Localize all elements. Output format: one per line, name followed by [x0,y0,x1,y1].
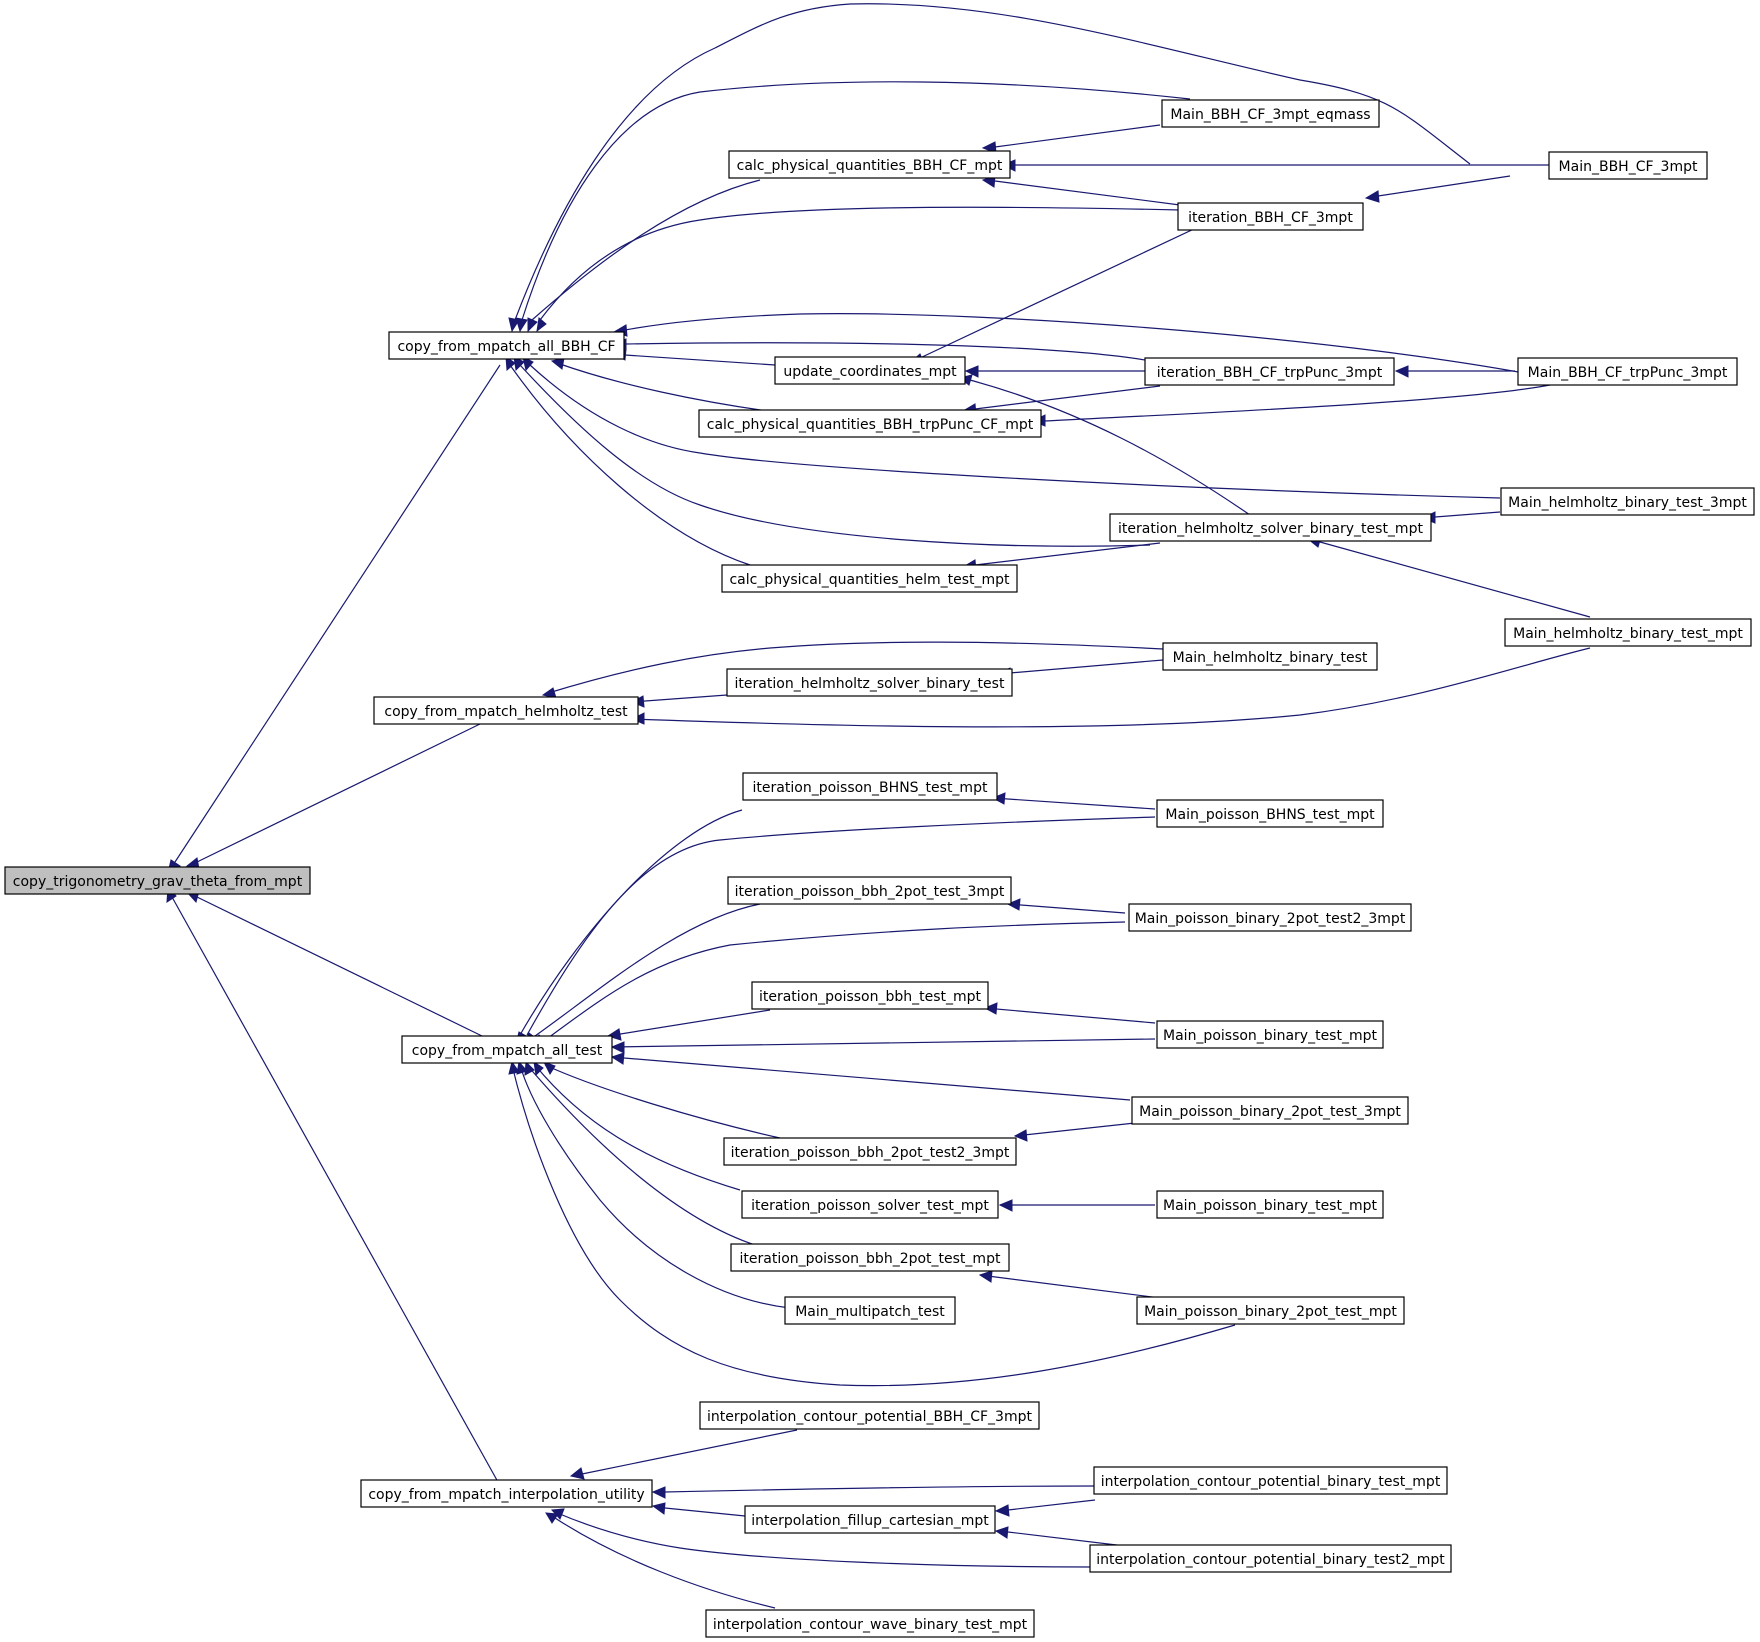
graph-node-all-bbh-cf[interactable]: copy_from_mpatch_all_BBH_CF [388,331,625,360]
node-label: Main_helmholtz_binary_test_3mpt [1508,495,1747,511]
graph-node-ic-bbh[interactable]: interpolation_contour_potential_BBH_CF_3… [699,1401,1040,1430]
node-label: interpolation_contour_potential_binary_t… [1101,1474,1441,1490]
node-label: calc_physical_quantities_BBH_trpPunc_CF_… [707,417,1034,433]
node-label: Main_BBH_CF_3mpt [1559,159,1698,175]
graph-node-main-trppunc[interactable]: Main_BBH_CF_trpPunc_3mpt [1517,357,1738,386]
node-label: iteration_BBH_CF_3mpt [1188,210,1353,226]
graph-node-it-2pot-test2[interactable]: iteration_poisson_bbh_2pot_test2_3mpt [723,1137,1017,1166]
node-label: copy_from_mpatch_all_test [412,1043,603,1059]
node-label: Main_poisson_binary_2pot_test_3mpt [1139,1104,1401,1120]
graph-node-main-2pot-mpt[interactable]: Main_poisson_binary_2pot_test_mpt [1136,1296,1405,1325]
graph-node-calc-trppunc[interactable]: calc_physical_quantities_BBH_trpPunc_CF_… [698,409,1042,438]
node-label: iteration_helmholtz_solver_binary_test_m… [1118,521,1423,537]
node-label: calc_physical_quantities_helm_test_mpt [729,572,1010,588]
graph-node-ic-wave[interactable]: interpolation_contour_wave_binary_test_m… [705,1609,1035,1638]
graph-node-main-bbh-cf-3mpt[interactable]: Main_BBH_CF_3mpt [1548,151,1708,180]
node-label: interpolation_contour_potential_BBH_CF_3… [707,1409,1032,1425]
node-label: Main_helmholtz_binary_test [1173,650,1368,666]
graph-node-update-coordinates[interactable]: update_coordinates_mpt [774,356,966,385]
graph-node-it-bbh-test[interactable]: iteration_poisson_bbh_test_mpt [751,981,989,1010]
graph-node-iteration-trppunc[interactable]: iteration_BBH_CF_trpPunc_3mpt [1144,357,1395,386]
node-label: Main_poisson_binary_test_mpt [1163,1198,1377,1214]
node-label: interpolation_contour_wave_binary_test_m… [713,1617,1028,1633]
node-label: update_coordinates_mpt [783,364,957,380]
graph-node-main-helmholtz-3mpt[interactable]: Main_helmholtz_binary_test_3mpt [1500,487,1755,516]
node-label: iteration_helmholtz_solver_binary_test [735,676,1005,692]
graph-node-main-eqmass[interactable]: Main_BBH_CF_3mpt_eqmass [1161,99,1380,128]
node-label: iteration_poisson_BHNS_test_mpt [753,780,988,796]
node-label: copy_from_mpatch_helmholtz_test [384,704,628,720]
node-label: iteration_poisson_bbh_test_mpt [759,989,982,1005]
graph-node-ic-binary[interactable]: interpolation_contour_potential_binary_t… [1093,1466,1448,1495]
node-label: copy_trigonometry_grav_theta_from_mpt [13,874,303,890]
node-label: Main_poisson_BHNS_test_mpt [1165,807,1375,823]
arrowheads [166,141,1436,1539]
node-label: Main_BBH_CF_3mpt_eqmass [1170,107,1370,123]
node-label: interpolation_fillup_cartesian_mpt [751,1513,989,1529]
graph-node-main-binary-test[interactable]: Main_poisson_binary_test_mpt [1156,1020,1384,1049]
graph-node-it-2pot-3mpt[interactable]: iteration_poisson_bbh_2pot_test_3mpt [727,876,1012,905]
node-label: Main_BBH_CF_trpPunc_3mpt [1528,365,1728,381]
node-label: iteration_BBH_CF_trpPunc_3mpt [1157,365,1383,381]
graph-node-calc-helm[interactable]: calc_physical_quantities_helm_test_mpt [721,564,1018,593]
nodes: copy_trigonometry_grav_theta_from_mpt co… [4,99,1755,1638]
graph-node-main-helmholtz[interactable]: Main_helmholtz_binary_test [1162,642,1378,671]
graph-node-main-2pot-3mpt[interactable]: Main_poisson_binary_2pot_test_3mpt [1131,1096,1409,1125]
node-label: Main_multipatch_test [795,1304,945,1320]
node-label: Main_poisson_binary_test_mpt [1163,1028,1377,1044]
node-label: interpolation_contour_potential_binary_t… [1096,1552,1445,1568]
node-label: iteration_poisson_bbh_2pot_test_mpt [740,1251,1001,1267]
node-label: copy_from_mpatch_all_BBH_CF [397,339,615,355]
graph-node-fillup-cartesian[interactable]: interpolation_fillup_cartesian_mpt [744,1505,996,1534]
graph-node-interpolation-utility[interactable]: copy_from_mpatch_interpolation_utility [360,1479,653,1508]
graph-node-root[interactable]: copy_trigonometry_grav_theta_from_mpt [4,866,311,895]
graph-node-helmholtz-test[interactable]: copy_from_mpatch_helmholtz_test [373,696,639,725]
graph-node-calc-bbh-cf[interactable]: calc_physical_quantities_BBH_CF_mpt [728,150,1011,179]
graph-node-main-multipatch[interactable]: Main_multipatch_test [784,1296,956,1325]
graph-node-main-binary-test-2[interactable]: Main_poisson_binary_test_mpt [1156,1190,1384,1219]
node-label: Main_helmholtz_binary_test_mpt [1513,626,1743,642]
graph-node-it-solver[interactable]: iteration_poisson_solver_test_mpt [741,1190,999,1219]
graph-node-main-2pot-test2[interactable]: Main_poisson_binary_2pot_test2_3mpt [1128,903,1412,932]
graph-node-iteration-helmholtz-mpt[interactable]: iteration_helmholtz_solver_binary_test_m… [1109,513,1432,542]
edges [171,3,1591,1609]
graph-node-main-helmholtz-mpt[interactable]: Main_helmholtz_binary_test_mpt [1504,618,1752,647]
node-label: calc_physical_quantities_BBH_CF_mpt [737,158,1003,174]
graph-node-ic-binary-2[interactable]: interpolation_contour_potential_binary_t… [1089,1544,1452,1573]
node-label: iteration_poisson_solver_test_mpt [751,1198,989,1214]
graph-node-all-test[interactable]: copy_from_mpatch_all_test [401,1035,613,1064]
graph-node-it-bhns[interactable]: iteration_poisson_BHNS_test_mpt [742,772,998,801]
node-label: iteration_poisson_bbh_2pot_test2_3mpt [731,1145,1010,1161]
graph-node-main-bhns[interactable]: Main_poisson_BHNS_test_mpt [1156,799,1384,828]
graph-node-iteration-helmholtz[interactable]: iteration_helmholtz_solver_binary_test [726,668,1013,697]
node-label: Main_poisson_binary_2pot_test2_3mpt [1135,911,1406,927]
node-label: copy_from_mpatch_interpolation_utility [368,1487,644,1503]
node-label: Main_poisson_binary_2pot_test_mpt [1144,1304,1397,1320]
graph-node-iteration-bbh-cf[interactable]: iteration_BBH_CF_3mpt [1177,202,1364,231]
graph-node-it-2pot-mpt[interactable]: iteration_poisson_bbh_2pot_test_mpt [730,1243,1010,1272]
node-label: iteration_poisson_bbh_2pot_test_3mpt [735,884,1005,900]
